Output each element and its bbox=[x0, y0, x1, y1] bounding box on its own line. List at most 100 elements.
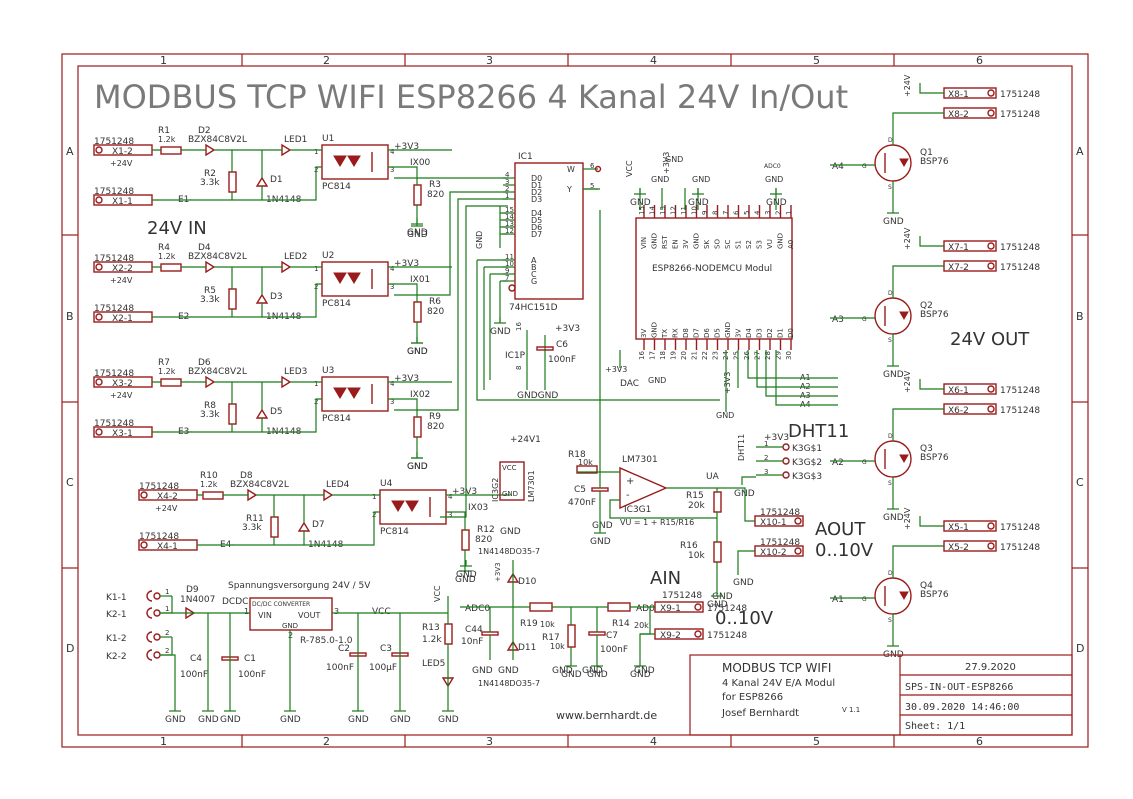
input-opto-value: PC814 bbox=[322, 299, 351, 309]
mux-pin-label: G bbox=[531, 277, 537, 286]
gnd-symbol-label: GND bbox=[883, 513, 904, 523]
ic3g2-gnd-pin: GND bbox=[502, 490, 518, 498]
label-power-supply: Spannungsversorgung 24V / 5V bbox=[228, 581, 371, 591]
dht-pin-number: 2 bbox=[764, 454, 768, 462]
mux-pin-number: 10 bbox=[505, 260, 514, 268]
esp-gnd: GND bbox=[692, 175, 710, 184]
output-terminal-part: 1751248 bbox=[1000, 386, 1040, 396]
gnd-symbol-label: GND bbox=[407, 347, 428, 357]
frame-column-bottom: 1 bbox=[160, 735, 167, 748]
input-r1-name: R4 bbox=[158, 243, 170, 253]
frame-row-right: D bbox=[1076, 642, 1084, 655]
mux-3v3: +3V3 bbox=[555, 324, 580, 334]
input-rout-name: R6 bbox=[429, 297, 441, 307]
d9-name: D9 bbox=[186, 585, 199, 595]
dht-pin-label: K3G$2 bbox=[792, 458, 822, 468]
c7-value: 100nF bbox=[600, 645, 628, 655]
input-zener-value: BZX84C8V2L bbox=[188, 252, 247, 262]
esp-top-pin-number: 3 bbox=[764, 211, 772, 215]
d10-name: D10 bbox=[518, 577, 537, 587]
esp-bot-pin-number: 25 bbox=[733, 351, 741, 360]
ain-gnd: GND bbox=[498, 666, 519, 676]
esp-body bbox=[635, 217, 793, 340]
input-rout-value: 820 bbox=[427, 422, 444, 432]
gnd-symbol-label: GND bbox=[883, 370, 904, 380]
input-r1-value: 1.2k bbox=[158, 252, 176, 261]
adc0-net: ADC0 bbox=[465, 604, 490, 614]
r19-name: R19 bbox=[520, 619, 538, 629]
ic3g2-rail: +24V1 bbox=[510, 435, 541, 445]
input-led-name: LED2 bbox=[284, 252, 307, 262]
frame-column-bottom: 6 bbox=[976, 735, 983, 748]
gnd-symbol-label: GND bbox=[561, 670, 582, 680]
dcdc-gnd: GND bbox=[282, 622, 298, 630]
mux-pin-number: 14 bbox=[505, 213, 514, 221]
esp-top-pin-number: 13 bbox=[659, 206, 667, 215]
c4-name: C4 bbox=[190, 654, 202, 664]
output-terminal: X8-1 bbox=[948, 90, 969, 100]
opto-3v3: +3V3 bbox=[452, 487, 477, 497]
d10-value: 1N4148DO35-7 bbox=[478, 547, 540, 556]
input-r1-value: 1.2k bbox=[158, 135, 176, 144]
input-24v-label: +24V bbox=[110, 159, 133, 168]
esp-bot-pin-label: GND bbox=[651, 322, 659, 338]
input-r1-name: R10 bbox=[200, 471, 218, 481]
mux-pin-number: 1 bbox=[505, 192, 509, 200]
esp-bot-pin-number: 16 bbox=[638, 351, 646, 360]
esp-top-pin-number: 2 bbox=[775, 211, 783, 215]
esp-top-pin-number: 5 bbox=[743, 211, 751, 215]
output-terminal-part: 1751248 bbox=[1000, 543, 1040, 553]
mux-pin-label: D2 bbox=[531, 188, 542, 197]
esp-bot-pin-number: 19 bbox=[670, 351, 678, 360]
c7-plate bbox=[588, 631, 606, 636]
d11-value: 1N4148DO35-7 bbox=[478, 679, 540, 688]
esp-adc-label: ADC0 bbox=[764, 163, 781, 170]
r15-value: 20k bbox=[688, 501, 705, 511]
c44-name: C44 bbox=[465, 625, 483, 635]
input-terminal-part: 1751248 bbox=[94, 304, 134, 314]
opto-pin: 3 bbox=[390, 283, 394, 291]
ain-gnd: GND bbox=[472, 666, 493, 676]
c5-plate bbox=[591, 487, 609, 492]
input-terminal-part: 1751248 bbox=[139, 482, 179, 492]
esp-top-pin-label: VIN bbox=[640, 237, 648, 249]
input-r2-value: 3.3k bbox=[200, 410, 220, 420]
esp-top-pin-number: 8 bbox=[712, 211, 720, 215]
input-terminal-a: X3-2 bbox=[112, 379, 133, 389]
power-terminal: K1-2 bbox=[106, 634, 127, 644]
dcdc-converter bbox=[249, 597, 333, 631]
mux-pin-label: D3 bbox=[531, 195, 542, 204]
mux-pin-number: 7 bbox=[505, 274, 509, 282]
gnd-symbol-label: GND bbox=[590, 537, 611, 547]
output-terminal: X5-2 bbox=[948, 543, 969, 553]
input-r1-name: R1 bbox=[158, 126, 170, 136]
c5-name: C5 bbox=[574, 485, 586, 495]
input-24v-label: +24V bbox=[110, 391, 133, 400]
input-terminal-part: 1751248 bbox=[94, 137, 134, 147]
input-terminal-part: 1751248 bbox=[94, 369, 134, 379]
tb-date: 27.9.2020 bbox=[965, 662, 1016, 673]
esp-top-pin-label: VU bbox=[766, 239, 774, 249]
input-channels: 1751248+24VX1-21751248X1-1R11.2kD2BZX84C… bbox=[93, 126, 510, 585]
mux-pwr-pin-16: 16 bbox=[515, 322, 523, 331]
output-mosfet-value: BSP76 bbox=[920, 453, 949, 463]
inner-frame bbox=[77, 65, 1073, 736]
esp-top-pin-label: S1 bbox=[735, 240, 743, 249]
output-terminal-part: 1751248 bbox=[1000, 523, 1040, 533]
gnd-symbol-label: GND bbox=[438, 715, 459, 725]
esp-gnd: GND bbox=[665, 155, 683, 164]
dht-3v3: +3V3 bbox=[764, 433, 789, 443]
mosfet-pin-s: S bbox=[888, 337, 892, 344]
esp-bot-pin-label: D5 bbox=[714, 328, 722, 338]
mosfet-pin-s: S bbox=[888, 184, 892, 191]
tb-project: MODBUS TCP WIFI bbox=[722, 661, 831, 675]
gnd-symbol-label: GND bbox=[165, 715, 186, 725]
mux-power-name: IC1P bbox=[505, 351, 526, 361]
input-terminal-a: X4-2 bbox=[157, 492, 178, 502]
esp-top-pin-label: S3 bbox=[756, 240, 764, 249]
power-terminal: K2-1 bbox=[106, 610, 127, 620]
ain-terminal: X9-2 bbox=[660, 631, 681, 641]
r17-body bbox=[567, 624, 576, 648]
ain-terminal-part-top: 1751248 bbox=[662, 591, 702, 601]
